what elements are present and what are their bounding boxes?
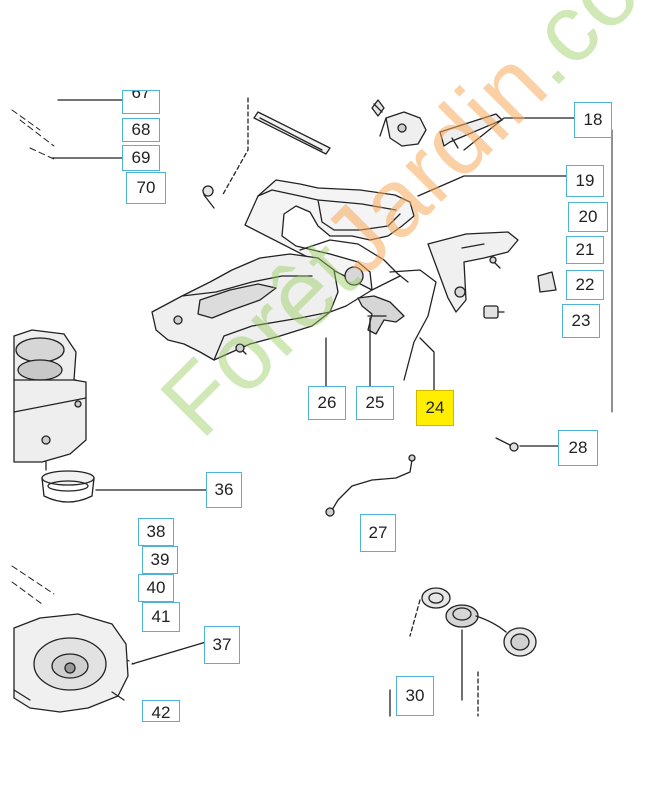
callout-38: 38 (138, 518, 174, 546)
callout-42: 42 (142, 700, 180, 722)
main-housing-part (151, 179, 415, 361)
ignition-wire-part (325, 454, 416, 517)
lever-bar-part (439, 113, 503, 149)
callout-37: 37 (204, 626, 240, 664)
fuel-cap-part (409, 587, 537, 717)
callout-39: 39 (142, 546, 178, 574)
screw-part-28 (495, 437, 519, 452)
callout-22: 22 (566, 270, 604, 300)
callout-69: 69 (122, 145, 160, 171)
callout-67: 67 (122, 90, 160, 114)
callout-41: 41 (142, 602, 180, 632)
callout-30: 30 (396, 676, 434, 716)
callout-18: 18 (574, 102, 612, 138)
callout-27: 27 (360, 514, 396, 552)
crankcase-part (13, 613, 129, 713)
callout-25: 25 (356, 386, 394, 420)
callout-23: 23 (562, 304, 600, 338)
leader-line-19 (417, 175, 567, 197)
handle-bar-part (253, 111, 331, 155)
nut-part (483, 305, 505, 319)
engine-block-part (13, 329, 87, 471)
leader-line-37 (131, 641, 207, 665)
leader-line-handle-bar (221, 97, 249, 197)
callout-24-highlighted: 24 (416, 390, 454, 426)
bracket-part-top (379, 111, 427, 147)
callout-28: 28 (558, 430, 598, 466)
screw-small-1 (202, 185, 215, 209)
handle-bracket-plate-part (427, 231, 519, 313)
callout-20: 20 (568, 202, 608, 232)
throttle-trigger-part (357, 295, 405, 335)
screw-small-2 (489, 256, 501, 269)
callout-36: 36 (206, 472, 242, 508)
callout-19: 19 (566, 165, 604, 197)
switch-part (537, 271, 557, 293)
ring-seal-part (41, 470, 95, 503)
spring-part (371, 99, 385, 117)
callout-26: 26 (308, 386, 346, 420)
callout-70: 70 (126, 172, 166, 204)
callout-21: 21 (566, 236, 604, 264)
leader-line-18 (463, 117, 575, 151)
callout-68: 68 (122, 118, 160, 142)
callout-40: 40 (138, 574, 174, 602)
leader-line-24 (419, 337, 435, 395)
throttle-cable-part (389, 269, 437, 381)
top-left-guide-lines (11, 109, 57, 161)
